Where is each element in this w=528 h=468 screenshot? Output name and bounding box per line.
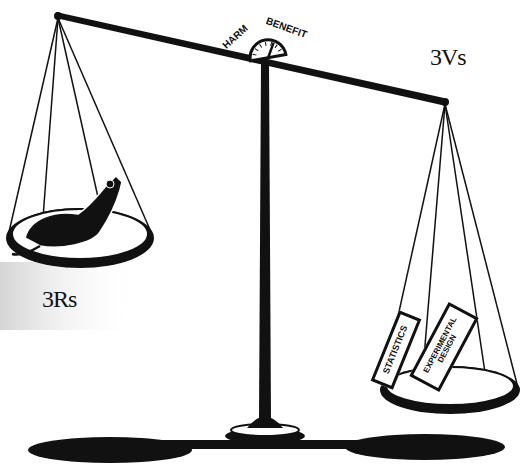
scale-beam xyxy=(56,12,446,106)
mouse-tail xyxy=(12,246,40,255)
group-label: 3Vs xyxy=(430,44,466,71)
harm-benefit-gauge: HARM BENEFIT xyxy=(212,10,318,71)
gauge-needle xyxy=(266,43,276,58)
gauge-tick xyxy=(253,54,257,56)
scale-pole xyxy=(259,62,271,420)
gauge-tick xyxy=(252,59,256,61)
gauge-tick xyxy=(255,48,258,51)
gray-shade xyxy=(0,262,140,330)
mouse-ear xyxy=(106,180,114,188)
gauge-tick xyxy=(265,42,267,46)
right-pan xyxy=(380,366,520,414)
gauge-label: BENEFIT xyxy=(265,15,309,40)
gauge-dial xyxy=(247,37,286,61)
mouse-silhouette xyxy=(25,176,122,247)
gauge-tick xyxy=(280,54,284,56)
right-pan xyxy=(386,367,514,405)
gauge-tick xyxy=(260,44,262,48)
gauge-label: HARM xyxy=(220,23,250,51)
gauge-tick xyxy=(278,49,282,51)
gauge-tick xyxy=(275,45,278,48)
group-label: 3Rs xyxy=(42,286,76,313)
